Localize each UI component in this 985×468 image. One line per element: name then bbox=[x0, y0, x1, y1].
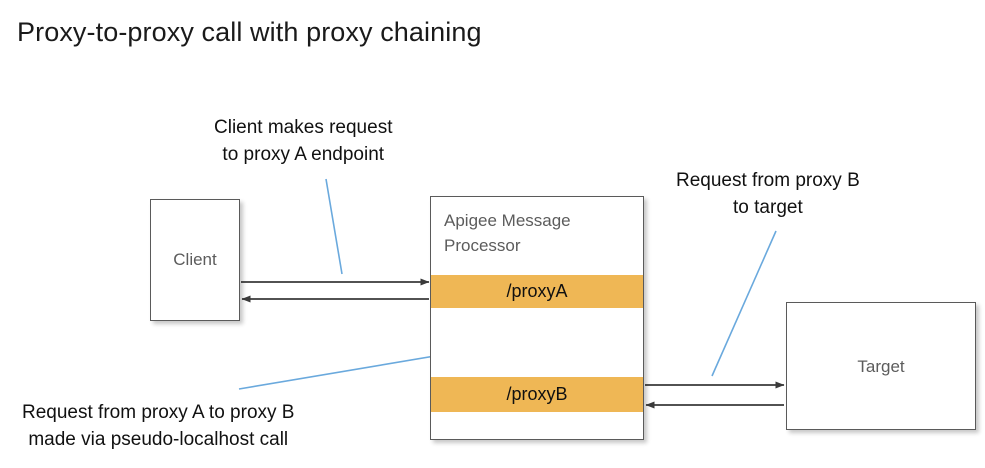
callout-client-request-line1: Client makes request bbox=[214, 117, 393, 138]
callout-target-request: Request from proxy B to target bbox=[676, 167, 860, 221]
leader-line-target-callout bbox=[711, 230, 777, 377]
proxy-a-label: /proxyA bbox=[506, 281, 568, 301]
callout-client-request: Client makes request to proxy A endpoint bbox=[214, 114, 392, 168]
target-node[interactable]: Target bbox=[786, 302, 976, 430]
client-node-label: Client bbox=[173, 250, 217, 269]
diagram-title: Proxy-to-proxy call with proxy chaining bbox=[17, 17, 482, 47]
callout-proxy-chaining: Request from proxy A to proxy B made via… bbox=[22, 399, 294, 453]
message-processor-node[interactable]: Apigee Message Processor /proxyA /proxyB bbox=[430, 196, 644, 440]
proxy-b-band[interactable]: /proxyB bbox=[431, 377, 643, 412]
leader-line-client-callout bbox=[325, 178, 343, 275]
callout-proxy-chaining-line2: made via pseudo-localhost call bbox=[28, 429, 289, 450]
proxy-a-band[interactable]: /proxyA bbox=[431, 275, 643, 308]
client-node[interactable]: Client bbox=[150, 199, 240, 321]
callout-proxy-chaining-line1: Request from proxy A to proxy B bbox=[22, 402, 295, 423]
message-processor-title-line1: Apigee Message bbox=[444, 211, 571, 230]
callout-client-request-line2: to proxy A endpoint bbox=[222, 144, 385, 165]
target-node-label: Target bbox=[857, 357, 905, 376]
proxy-b-label: /proxyB bbox=[506, 384, 568, 404]
callout-target-request-line1: Request from proxy B bbox=[676, 170, 860, 191]
message-processor-title-line2: Processor bbox=[444, 236, 521, 255]
message-processor-title: Apigee Message Processor bbox=[444, 208, 634, 258]
callout-target-request-line2: to target bbox=[733, 197, 803, 218]
